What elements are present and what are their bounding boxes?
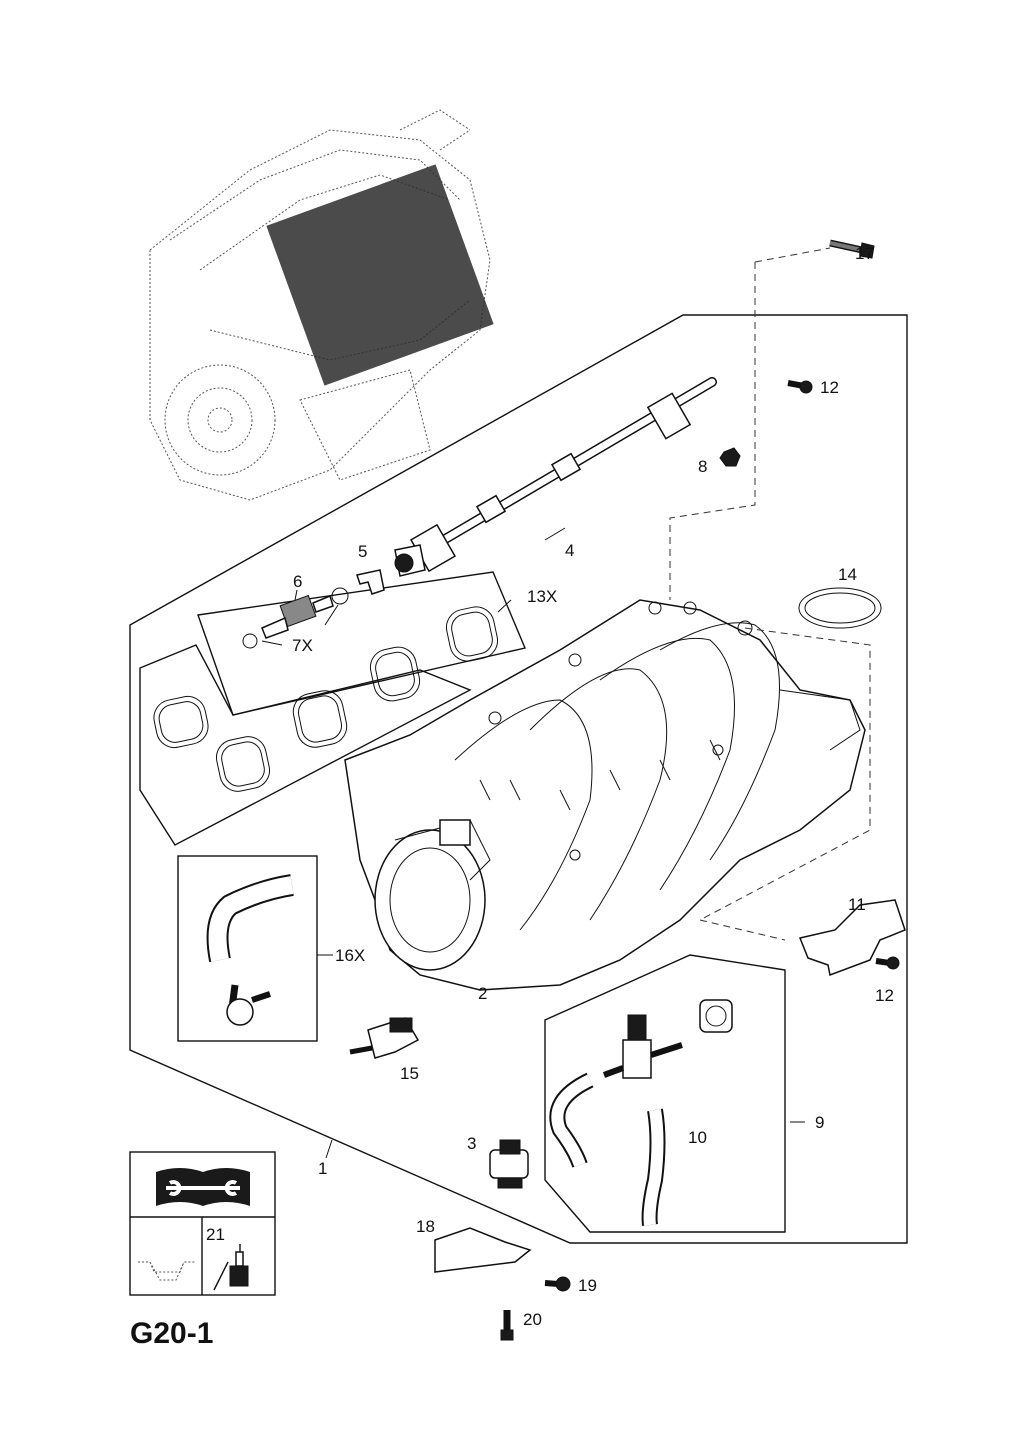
intake-manifold [344, 599, 866, 991]
callout-5: 5 [358, 542, 367, 561]
bolt-12-lower [875, 956, 900, 970]
callout-20: 20 [523, 1310, 542, 1329]
bracket-18 [434, 1227, 532, 1273]
diagram-code: G20-1 [130, 1317, 213, 1350]
fuel-injector [261, 594, 334, 639]
hose-16x-box [177, 855, 318, 1042]
bracket-11 [798, 899, 906, 977]
bolt-12-upper [787, 380, 813, 394]
callout-12-upper: 12 [820, 378, 839, 397]
hose-16x [206, 874, 294, 1026]
callout-19: 19 [578, 1276, 597, 1295]
callout-12-lower: 12 [875, 986, 894, 1005]
callout-6: 6 [293, 572, 302, 591]
bolt-19 [544, 1276, 571, 1292]
sealant-bottle-icon [213, 1244, 249, 1291]
engine-overview-illustration [149, 109, 494, 501]
callout-9: 9 [815, 1113, 824, 1132]
vacuum-valve-assembly [549, 999, 733, 1227]
callout-10: 10 [688, 1128, 707, 1147]
callout-14: 14 [838, 565, 857, 584]
o-ring-upper [331, 587, 349, 605]
o-ring-lower [242, 633, 258, 649]
callout-7x: 7X [292, 636, 313, 655]
seal-kit-panel [197, 571, 526, 716]
assembly-outline [129, 314, 908, 1244]
callout-1: 1 [318, 1159, 327, 1178]
sensor-15 [349, 1017, 420, 1059]
service-icons-box [129, 1151, 276, 1296]
callout-2: 2 [478, 984, 487, 1003]
component-outline-icon [138, 1261, 196, 1281]
leader-dashes [669, 247, 871, 941]
rubber-buffer-3 [489, 1139, 529, 1189]
callout-leaders [261, 527, 805, 1159]
fuel-rail [394, 377, 717, 577]
callout-15: 15 [400, 1064, 419, 1083]
callout-8: 8 [698, 457, 707, 476]
callout-3: 3 [467, 1134, 476, 1153]
callout-4: 4 [565, 541, 574, 560]
hose-kit-box [544, 954, 786, 1233]
intake-gaskets-upper [369, 606, 499, 702]
callout-21: 21 [206, 1225, 225, 1244]
bolt-17 [829, 239, 875, 259]
intake-gaskets-lower [153, 690, 348, 792]
callout-16x: 16X [335, 946, 365, 965]
throttle-seal-ring [798, 587, 882, 629]
callout-17: 17 [855, 244, 874, 263]
bolt-20 [500, 1310, 514, 1341]
repair-manual-icon [156, 1168, 250, 1206]
fuel-rail-clip [356, 569, 385, 595]
callout-13x: 13X [527, 587, 557, 606]
callout-11: 11 [848, 895, 866, 914]
intake-gasket-panel [139, 644, 472, 846]
callout-18: 18 [416, 1217, 435, 1236]
nut-8 [719, 447, 741, 467]
